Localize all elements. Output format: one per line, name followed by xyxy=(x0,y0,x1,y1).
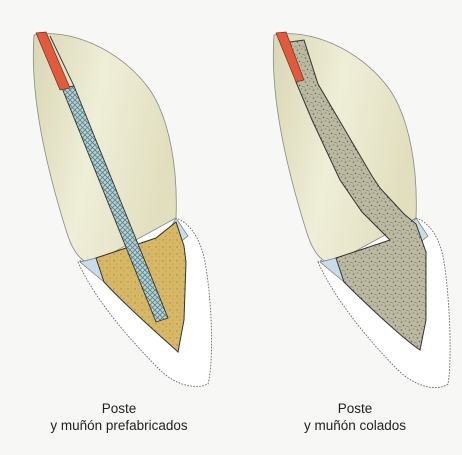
caption-line-2: y muñón colados xyxy=(255,417,455,434)
caption-line-1: Poste xyxy=(255,400,455,417)
tooth-prefabricated xyxy=(33,32,211,386)
tooth-cast xyxy=(273,32,450,388)
caption-cast: Poste y muñón colados xyxy=(255,400,455,434)
caption-line-2: y muñón prefabricados xyxy=(19,417,219,434)
caption-line-1: Poste xyxy=(19,400,219,417)
caption-prefabricated: Poste y muñón prefabricados xyxy=(19,400,219,434)
